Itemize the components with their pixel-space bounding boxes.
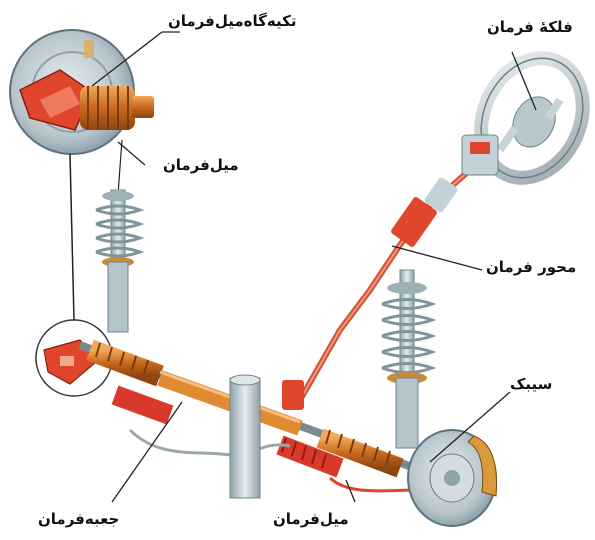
brake-disc [408,430,497,526]
label-steering-arm-support: تکیه‌گاه‌میل‌فرمان [168,14,296,29]
zoom-detail-top [10,30,154,154]
right-strut [382,270,432,448]
steering-column [282,170,470,410]
label-steering-shaft: محور فرمان [486,260,576,275]
steering-wheel [462,42,595,195]
label-steering-wheel: فلکهٔ فرمان [487,20,573,35]
left-strut [96,190,140,332]
center-tube [230,375,260,498]
label-pinion: سیبک [510,377,552,392]
label-tie-rod-top: میل‌فرمان [163,158,239,173]
label-tie-rod-bottom: میل‌فرمان [273,512,349,527]
label-steering-box: جعبه‌فرمان [38,512,119,527]
